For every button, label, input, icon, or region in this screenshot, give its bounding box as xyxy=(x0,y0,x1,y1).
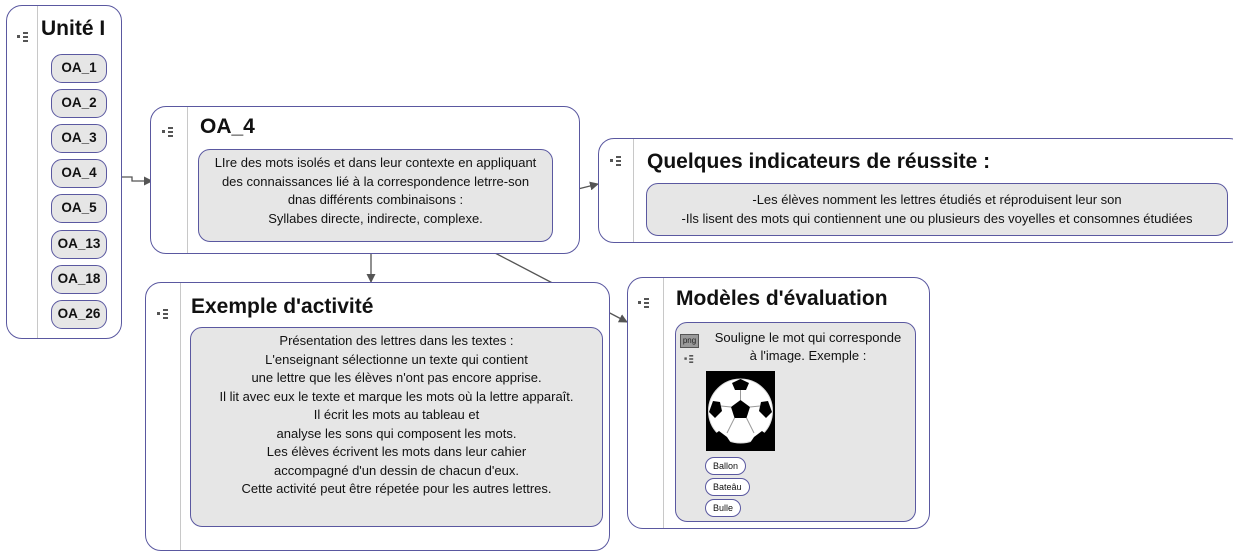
oa-item[interactable]: OA_18 xyxy=(51,265,107,294)
unite-title: Unité I xyxy=(41,17,106,40)
oa-item[interactable]: OA_1 xyxy=(51,54,107,83)
modeles-content: png Souligne le mot qui corresponde à l'… xyxy=(675,322,916,522)
indicateurs-title: Quelques indicateurs de réussite : xyxy=(647,150,991,173)
drag-handle-icon[interactable] xyxy=(157,306,171,322)
soccer-ball-image xyxy=(706,371,775,451)
modeles-instructions: Souligne le mot qui corresponde à l'imag… xyxy=(714,330,902,363)
drag-handle-icon[interactable] xyxy=(17,29,31,45)
png-badge: png xyxy=(680,334,699,348)
exemple-card[interactable]: Exemple d'activité Présentation des lett… xyxy=(145,282,610,551)
drag-handle-icon[interactable] xyxy=(684,353,695,366)
oa-item[interactable]: OA_3 xyxy=(51,124,107,153)
oa-item[interactable]: OA_13 xyxy=(51,230,107,259)
indicateurs-card[interactable]: Quelques indicateurs de réussite : -Les … xyxy=(598,138,1233,243)
oa-item[interactable]: OA_4 xyxy=(51,159,107,188)
modeles-card[interactable]: Modèles d'évaluation png Souligne le mot… xyxy=(627,277,930,529)
soccer-ball-icon xyxy=(708,378,773,444)
oa4-card[interactable]: OA_4 LIre des mots isolés et dans leur c… xyxy=(150,106,580,254)
answer-option-bulle[interactable]: Bulle xyxy=(705,499,742,517)
drag-handle-icon[interactable] xyxy=(162,124,176,140)
connector-unite-oa4 xyxy=(120,176,153,186)
drag-handle-icon[interactable] xyxy=(610,153,624,169)
oa-item[interactable]: OA_5 xyxy=(51,194,107,223)
answer-option-bateau[interactable]: Bateâu xyxy=(705,478,750,496)
oa-item[interactable]: OA_2 xyxy=(51,89,107,118)
drag-handle-icon[interactable] xyxy=(638,295,652,311)
exemple-title: Exemple d'activité xyxy=(191,295,374,318)
oa4-description: LIre des mots isolés et dans leur contex… xyxy=(198,149,553,242)
unite-card[interactable]: Unité I OA_1 OA_2 OA_3 OA_4 OA_5 OA_13 O… xyxy=(6,5,122,339)
indicateurs-description: -Les élèves nomment les lettres étudiés … xyxy=(646,183,1228,236)
exemple-description: Présentation des lettres dans les textes… xyxy=(190,327,603,527)
oa-item[interactable]: OA_26 xyxy=(51,300,107,329)
connector-oa4-indicateurs xyxy=(577,181,599,191)
answer-option-ballon[interactable]: Ballon xyxy=(705,457,747,475)
modeles-title: Modèles d'évaluation xyxy=(676,287,888,310)
oa4-title: OA_4 xyxy=(200,115,255,138)
